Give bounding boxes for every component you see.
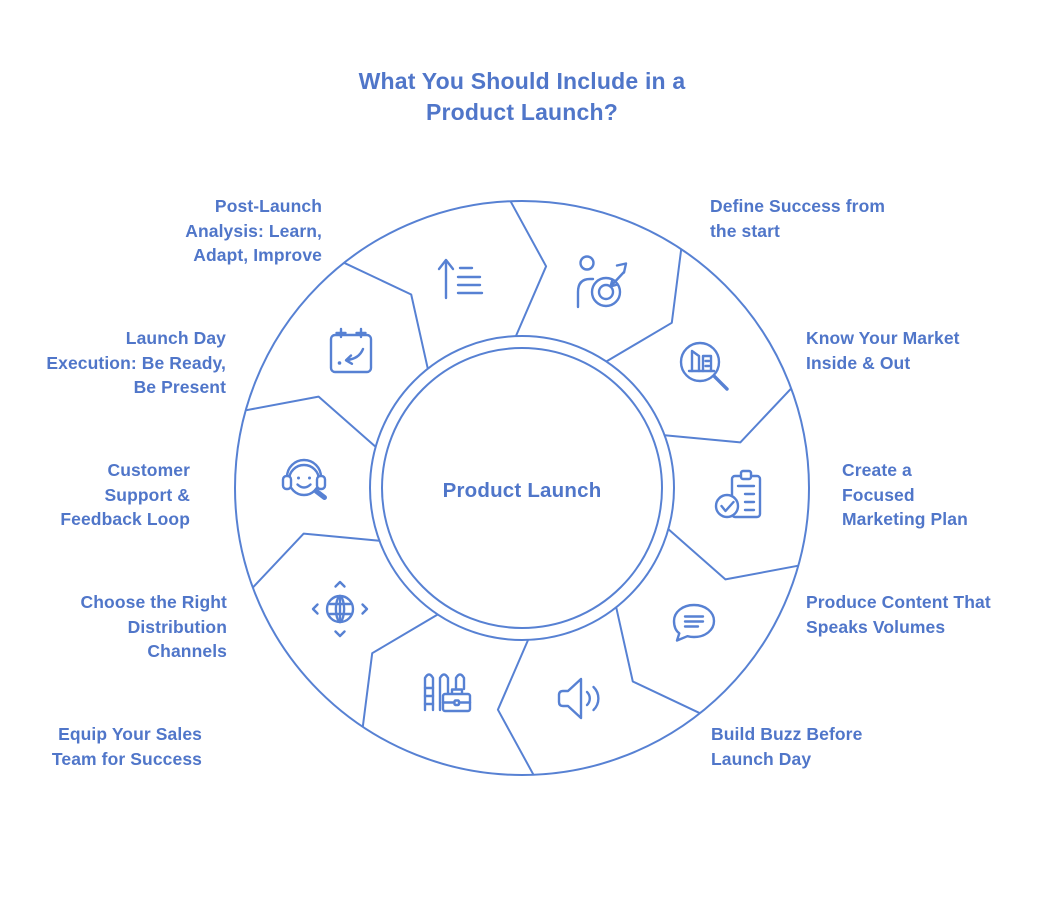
segment-divider: [245, 395, 377, 448]
segment-divider: [343, 261, 429, 369]
person-target-icon: [576, 255, 628, 309]
segment-label-know-market: Know Your Market Inside & Out: [806, 328, 960, 373]
segment-icon-launch-day: [319, 320, 383, 384]
segment-label-produce-content: Produce Content That Speaks Volumes: [806, 592, 991, 637]
segment-label-post-launch: Post-Launch Analysis: Learn, Adapt, Impr…: [185, 196, 322, 265]
calendar-arrow-icon: [329, 327, 373, 374]
segment-label-define-success: Define Success from the start: [710, 196, 886, 241]
segment-icon-distribution: [308, 577, 372, 641]
segment-label-marketing-plan: Create a Focused Marketing Plan: [842, 460, 968, 529]
segment-label-equip-sales: Equip Your Sales Team for Success: [51, 724, 202, 769]
wheel-center-label: Product Launch: [442, 479, 602, 502]
segment-icon-produce-content: [661, 592, 725, 656]
clipboard-check-icon: [714, 469, 762, 519]
growth-arrow-icon: [437, 258, 484, 300]
segment-icon-equip-sales: [414, 661, 478, 725]
segment-divider: [496, 639, 535, 776]
wheel-circle: [381, 347, 663, 629]
segment-label-launch-day: Launch Day Execution: Be Ready, Be Prese…: [46, 328, 226, 397]
segment-icon-customer-support: [272, 447, 336, 511]
segment-icon-know-market: [672, 335, 736, 399]
segment-icon-define-success: [566, 251, 630, 315]
segment-icon-build-buzz: [549, 666, 613, 730]
segment-divider: [664, 387, 792, 444]
segment-divider: [667, 528, 799, 581]
wheel-circle: [369, 335, 675, 641]
page-title: What You Should Include in a Product Lau…: [358, 68, 686, 125]
segment-divider: [615, 607, 701, 715]
speaker-icon: [557, 677, 600, 720]
speech-bubble-icon: [672, 603, 716, 642]
segment-divider: [252, 532, 380, 589]
segment-divider: [509, 200, 548, 337]
segment-icon-post-launch: [431, 246, 495, 310]
ladder-briefcase-icon: [423, 673, 472, 713]
segment-label-customer-support: Customer Support & Feedback Loop: [60, 460, 190, 529]
segment-icon-marketing-plan: [708, 465, 772, 529]
segment-label-build-buzz: Build Buzz Before Launch Day: [711, 724, 863, 769]
segment-label-distribution: Choose the Right Distribution Channels: [80, 592, 227, 661]
wheel-circle: [234, 200, 810, 776]
headset-magnifier-icon: [281, 458, 327, 500]
segment-divider: [605, 249, 683, 363]
globe-arrows-icon: [311, 580, 369, 638]
market-research-icon: [679, 341, 729, 391]
segment-divider: [361, 613, 439, 727]
